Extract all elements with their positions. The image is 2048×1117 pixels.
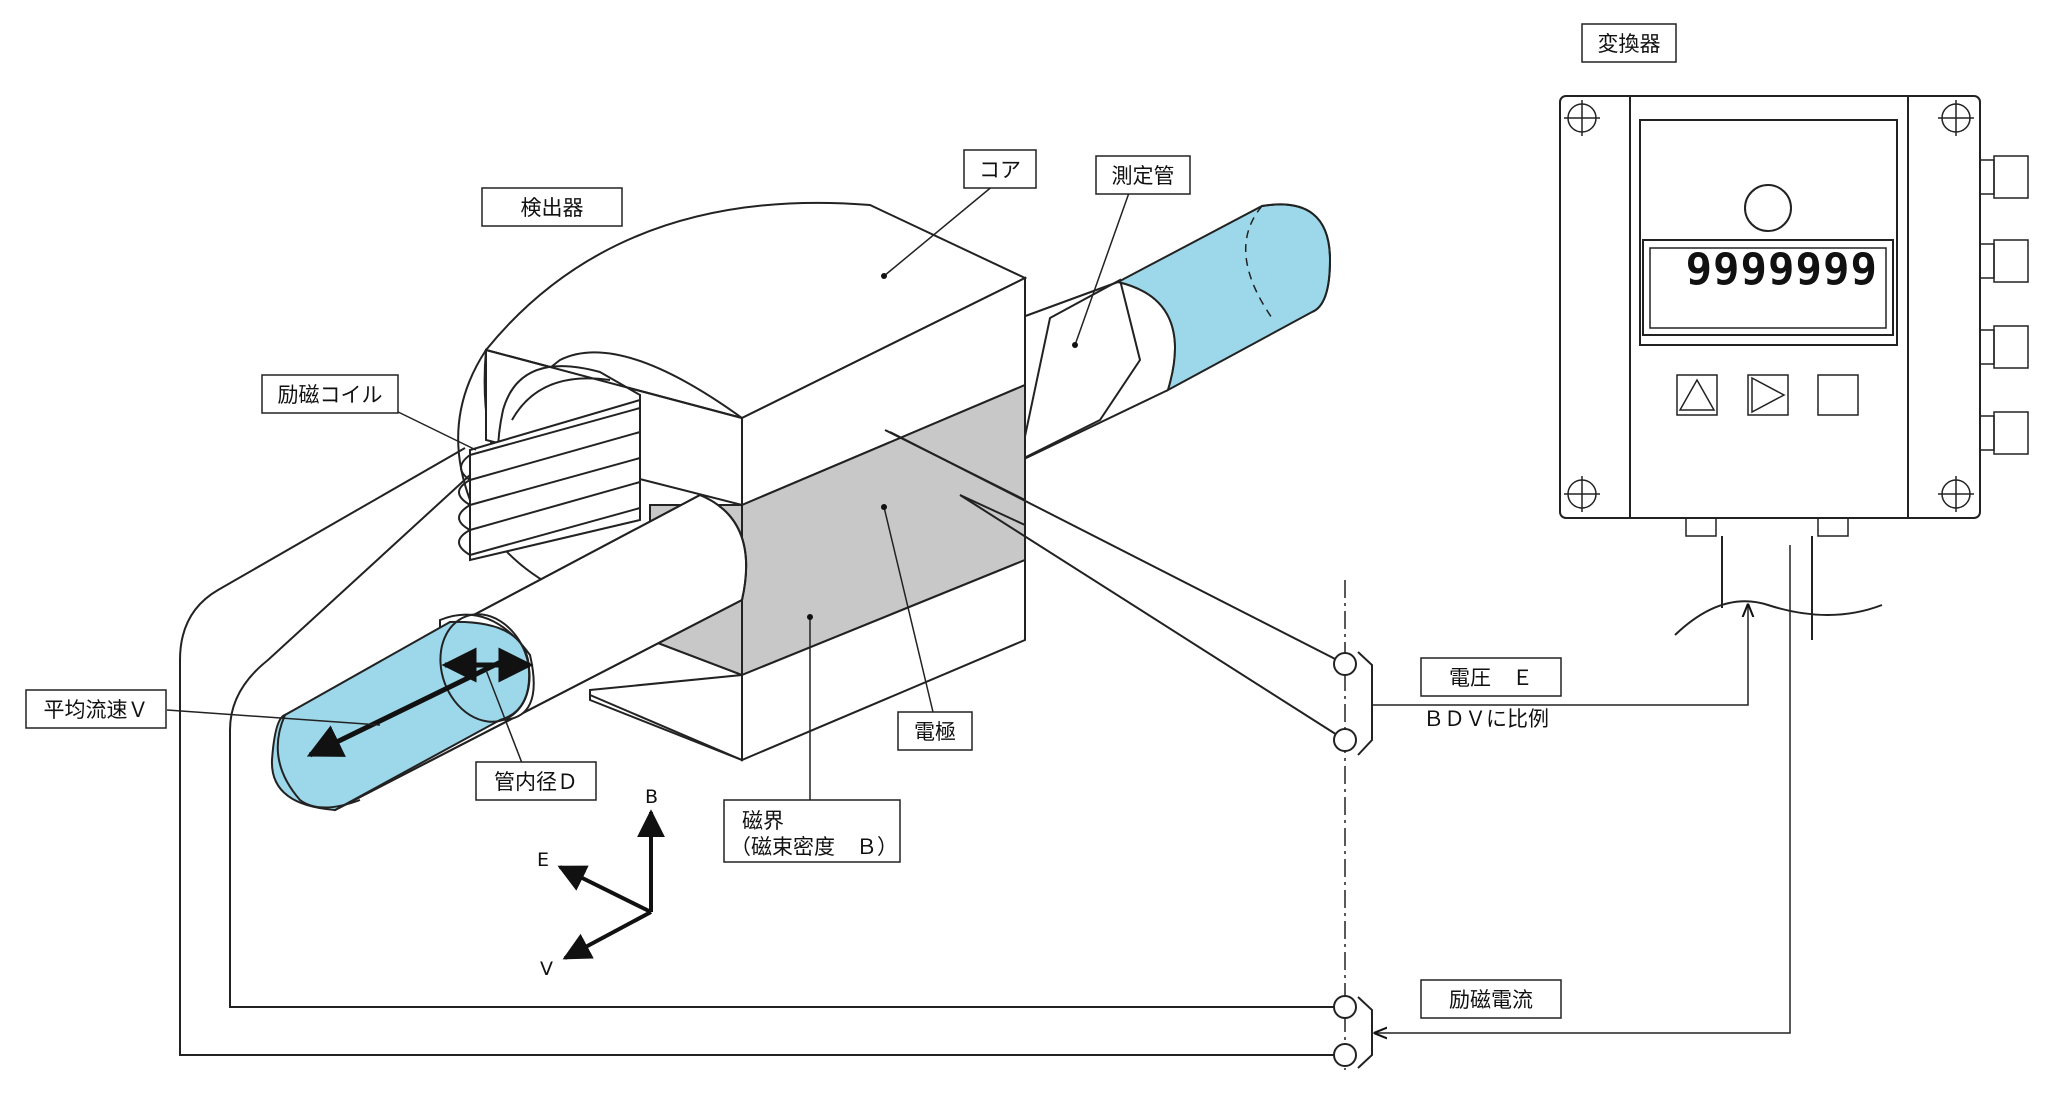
label-detector: 検出器 (481, 187, 623, 227)
svg-text:管内径Ｄ: 管内径Ｄ (494, 770, 578, 794)
svg-text:励磁コイル: 励磁コイル (278, 383, 383, 407)
leader-lines (166, 179, 1131, 800)
svg-text:電極: 電極 (914, 720, 956, 744)
label-average-velocity: 平均流速Ｖ (25, 689, 167, 729)
axis-e-label: E (537, 849, 549, 871)
svg-text:励磁電流: 励磁電流 (1449, 988, 1533, 1012)
converter-unit: 9999999 (1559, 95, 2029, 640)
terminal-voltage-1 (1333, 652, 1357, 676)
label-core: コア (963, 149, 1037, 189)
electrode-wires (889, 431, 1346, 741)
excitation-wiring (179, 447, 1348, 1056)
display-reading: 9999999 (1686, 244, 1878, 295)
label-proportional: ＢＤＶに比例 (1423, 707, 1549, 731)
svg-text:電圧 Ｅ: 電圧 Ｅ (1449, 666, 1533, 690)
label-excitation-coil: 励磁コイル (261, 374, 399, 414)
signal-lines (1372, 545, 1791, 1033)
terminal-current-2 (1333, 1043, 1357, 1067)
label-electrode: 電極 (897, 711, 973, 751)
terminal-voltage-2 (1333, 728, 1357, 752)
svg-text:磁界: 磁界 (742, 809, 784, 833)
label-converter: 変換器 (1581, 23, 1677, 63)
set-button[interactable] (1817, 374, 1859, 416)
up-button[interactable] (1676, 374, 1718, 416)
measuring-tube-back (1018, 203, 1332, 462)
svg-text:（磁束密度 Ｂ）: （磁束密度 Ｂ） (730, 835, 898, 859)
label-excitation-current: 励磁電流 (1420, 979, 1562, 1019)
label-voltage: 電圧 Ｅ (1420, 657, 1562, 697)
svg-text:平均流速Ｖ: 平均流速Ｖ (44, 698, 149, 722)
label-inner-diameter: 管内径Ｄ (475, 761, 597, 801)
svg-text:コア: コア (979, 158, 1021, 182)
label-measuring-tube: 測定管 (1095, 155, 1191, 195)
axis-v-label: V (540, 958, 553, 980)
excitation-coil (458, 398, 641, 562)
right-button[interactable] (1747, 374, 1789, 416)
svg-text:変換器: 変換器 (1598, 32, 1661, 56)
axis-triad: B E V (537, 786, 665, 980)
terminals (1333, 651, 1373, 1069)
axis-b-label: B (645, 786, 658, 808)
terminal-current-1 (1333, 995, 1357, 1019)
label-magnetic-field: 磁界 （磁束密度 Ｂ） (723, 799, 901, 863)
svg-text:検出器: 検出器 (521, 196, 584, 220)
svg-text:測定管: 測定管 (1112, 164, 1175, 188)
